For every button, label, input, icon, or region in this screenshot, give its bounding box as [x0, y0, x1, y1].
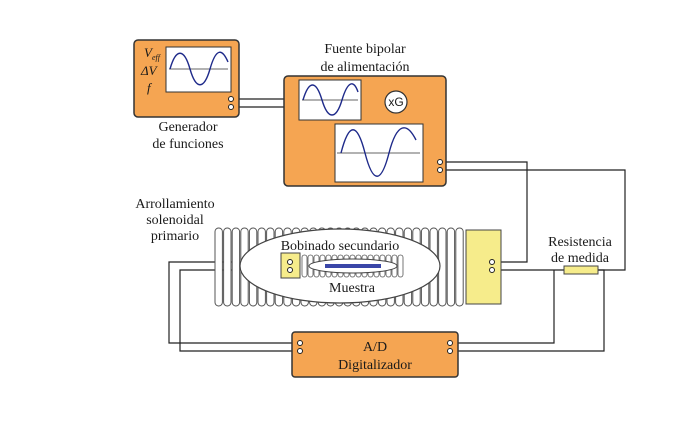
wire-resistor-to-digitizer-left — [450, 270, 555, 344]
digitizer-terminal-right-1 — [447, 340, 453, 346]
input-waveform — [302, 83, 359, 116]
generator-terminal-1 — [228, 96, 234, 102]
generator-param-v-sub: eff — [152, 53, 162, 62]
secondary-turn — [301, 254, 308, 278]
sample-bar — [325, 264, 381, 268]
secondary-terminal-2 — [287, 267, 293, 273]
solenoid-terminal-2 — [489, 267, 495, 273]
power-source-title-line1: Fuente bipolar — [324, 42, 406, 57]
generator-param-v: V — [144, 45, 154, 60]
generator-terminal-2 — [228, 104, 234, 110]
resistor-label-line2: de medida — [551, 251, 610, 266]
function-generator-screen — [165, 46, 232, 93]
gain-label: xG — [388, 95, 403, 109]
wire-source-to-solenoid — [440, 161, 528, 263]
digitizer-terminal-left-1 — [297, 340, 303, 346]
secondary-coil-label: Bobinado secundario — [281, 239, 400, 254]
power-source-title-line2: de alimentación — [320, 60, 409, 75]
resistor-body — [563, 265, 599, 275]
primary-solenoid: Arrollamiento solenoidal primario Bobina… — [135, 197, 502, 307]
generator-param-f: f — [147, 80, 153, 95]
solenoid-terminal-block — [465, 229, 502, 305]
digitizer-terminal-left-2 — [297, 348, 303, 354]
wire-source-to-resistor — [440, 169, 626, 271]
solenoid-turn — [214, 227, 223, 307]
output-waveform — [340, 127, 417, 177]
digitizer-box — [291, 331, 459, 378]
digitizer-label-line2: Digitalizador — [338, 358, 412, 373]
gain-circle — [384, 90, 408, 114]
digitizer-label-line1: A/D — [363, 340, 387, 355]
primary-coil-line2: solenoidal — [146, 213, 204, 228]
solenoid-turn — [223, 227, 232, 307]
generator-param-dv: ΔV — [140, 63, 159, 78]
secondary-terminal-block — [280, 252, 301, 279]
secondary-turn — [397, 254, 404, 278]
secondary-terminal-1 — [287, 259, 293, 265]
generator-title-line1: Generador — [158, 120, 217, 135]
digitizer-terminal-right-2 — [447, 348, 453, 354]
solenoid-turn — [231, 227, 241, 307]
wires — [168, 98, 626, 352]
resistor-label-line1: Resistencia — [548, 235, 613, 250]
solenoid-turn — [455, 227, 464, 307]
sample-label: Muestra — [329, 281, 376, 296]
bipolar-power-source: Fuente bipolar de alimentación xG — [283, 42, 447, 187]
measuring-resistor: Resistencia de medida — [548, 235, 613, 275]
ad-digitizer: A/D Digitalizador — [291, 331, 459, 378]
generator-waveform — [169, 51, 229, 86]
solenoid-turn — [446, 227, 456, 307]
source-terminal-1 — [437, 159, 443, 165]
primary-coil-line3: primario — [151, 229, 199, 244]
source-terminal-2 — [437, 167, 443, 173]
generator-title-line2: de funciones — [152, 137, 223, 152]
solenoid-terminal-1 — [489, 259, 495, 265]
function-generator: V eff ΔV f Generador de funciones — [133, 39, 240, 152]
primary-coil-line1: Arrollamiento — [135, 197, 214, 212]
wire-resistor-to-digitizer-right — [450, 269, 605, 352]
